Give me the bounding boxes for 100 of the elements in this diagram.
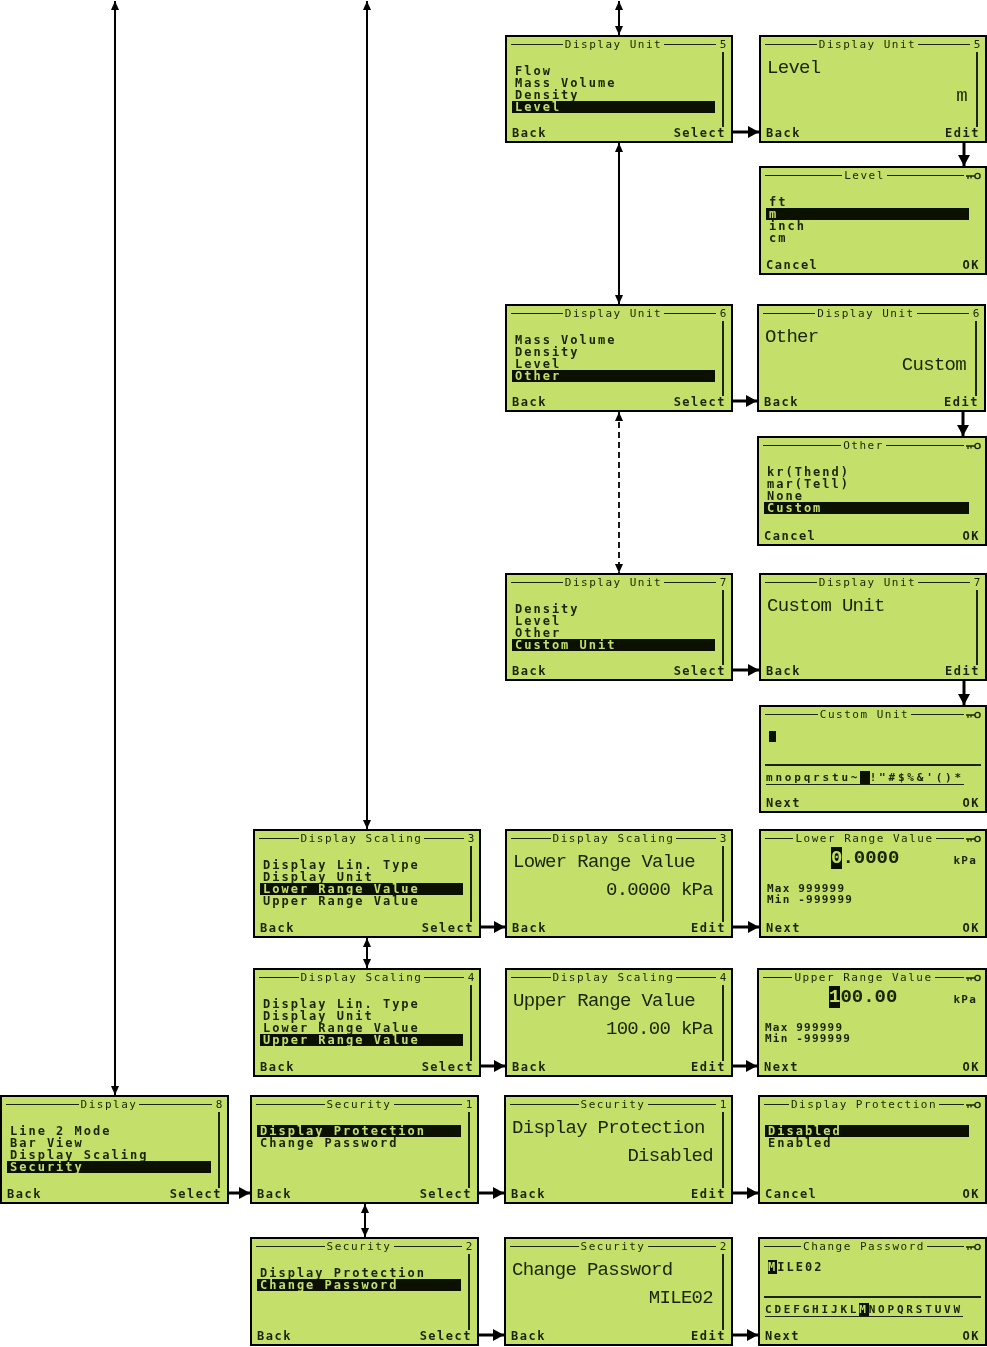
arrow: [479, 1187, 504, 1199]
softkey-label: Back: [7, 1188, 42, 1200]
double-headed-arrow: [615, 142, 623, 305]
softkey-label: Back: [512, 922, 547, 934]
selected-menu-item: Lower Range Value: [260, 883, 463, 895]
lcd-screen: [504, 1237, 733, 1346]
screen-title: Display Unit: [563, 38, 664, 51]
page-number: 1: [465, 1098, 473, 1111]
page-number: 8: [215, 1098, 223, 1111]
menu-item: Density: [514, 603, 580, 615]
arrow: [481, 921, 505, 933]
menu-item: Display Unit: [262, 1010, 374, 1022]
parameter-name: Lower Range Value: [513, 851, 695, 873]
softkey-label: Back: [260, 1061, 295, 1073]
selected-menu-item: m: [766, 208, 969, 220]
menu-item: mar(Tell): [766, 478, 851, 490]
lcd-screen: [759, 166, 987, 275]
menu-item: Display Protection: [259, 1267, 427, 1279]
selected-menu-item: Custom Unit: [512, 639, 715, 651]
screen-title: Display Scaling: [299, 971, 424, 984]
parameter-value: m: [956, 85, 967, 107]
lcd-screen: [505, 968, 733, 1077]
softkey-label: Back: [511, 1330, 546, 1342]
softkey-label: OK: [962, 1330, 980, 1342]
softkey-label: Select: [421, 922, 474, 934]
lcd-screen: [505, 573, 733, 681]
softkey-label: Edit: [945, 127, 980, 139]
menu-item: kr(Thend): [766, 466, 851, 478]
lcd-screen: [759, 35, 987, 143]
edit-value: 100.00: [829, 986, 898, 1008]
menu-item: Mass Volume: [514, 334, 617, 346]
arrow: [733, 921, 759, 933]
softkey-label: Edit: [945, 665, 980, 677]
selected-menu-item: Level: [512, 101, 715, 113]
selected-menu-item: Change Password: [257, 1279, 461, 1291]
softkey-label: Edit: [691, 1061, 726, 1073]
lcd-screen: [757, 304, 986, 412]
double-headed-arrow: [361, 1203, 369, 1238]
menu-item: Density: [514, 89, 580, 101]
lcd-screen: [253, 968, 481, 1077]
softkey-label: Next: [766, 922, 801, 934]
parameter-value: Disabled: [627, 1145, 713, 1167]
screen-title: Display Scaling: [551, 971, 676, 984]
screen-title: Display Unit: [816, 307, 916, 320]
softkey-label: OK: [962, 1061, 980, 1073]
page-number: 2: [719, 1240, 727, 1253]
parameter-name: Custom Unit: [767, 595, 885, 617]
lcd-screen: [505, 304, 733, 412]
page-number: 5: [973, 38, 981, 51]
softkey-label: Cancel: [765, 1188, 818, 1200]
softkey-label: Next: [765, 1330, 800, 1342]
softkey-label: OK: [962, 797, 980, 809]
arrow: [481, 1060, 505, 1072]
lcd-screen: [505, 829, 733, 938]
menu-item: ft: [768, 196, 788, 208]
screen-title: Display Unit: [563, 576, 664, 589]
lcd-screen: [250, 1095, 479, 1204]
softkey-label: OK: [962, 1188, 980, 1200]
menu-item: inch: [768, 220, 806, 232]
selected-menu-item: Disabled: [765, 1125, 969, 1137]
softkey-label: Cancel: [764, 530, 817, 542]
softkey-label: Back: [260, 922, 295, 934]
parameter-name: Upper Range Value: [513, 990, 695, 1012]
arrow: [733, 126, 759, 138]
menu-item: Other: [514, 627, 562, 639]
lcd-screen: [505, 35, 733, 143]
page-number: 2: [465, 1240, 473, 1253]
screen-title: Display Protection: [789, 1098, 939, 1111]
softkey-label: Back: [257, 1330, 292, 1342]
page-number: 3: [719, 832, 727, 845]
softkey-label: OK: [962, 922, 980, 934]
double-headed-arrow: [363, 937, 371, 969]
parameter-name: Display Protection: [512, 1117, 705, 1139]
lcd-screen: [759, 705, 987, 813]
softkey-label: Back: [512, 127, 547, 139]
menu-item: None: [766, 490, 804, 502]
screen-title: Display Unit: [563, 307, 664, 320]
unit-label: kPa: [953, 994, 977, 1005]
menu-item: Change Password: [259, 1137, 399, 1149]
arrow: [733, 1060, 757, 1072]
softkey-label: Back: [257, 1188, 292, 1200]
menu-item: Display Lin. Type: [262, 859, 420, 871]
character-picker: CDEFGHIJKLMNOPQRSTUVW: [765, 1303, 963, 1317]
page-number: 5: [719, 38, 727, 51]
page-number: 4: [467, 971, 475, 984]
lcd-screen: [758, 1095, 987, 1204]
softkey-label: Select: [673, 665, 726, 677]
limit-text: Max 999999: [765, 1022, 844, 1033]
screen-title: Level: [843, 169, 886, 182]
menu-item: Display Scaling: [9, 1149, 149, 1161]
screen-title: Change Password: [802, 1240, 926, 1253]
menu-item: Mass Volume: [514, 77, 617, 89]
screen-title: Security: [325, 1240, 393, 1253]
menu-item: Display Unit: [262, 871, 374, 883]
softkey-label: Edit: [691, 1330, 726, 1342]
page-number: 6: [972, 307, 980, 320]
menu-item: cm: [768, 232, 788, 244]
softkey-label: Select: [673, 396, 726, 408]
arrow: [733, 664, 759, 676]
lcd-screen: [757, 968, 987, 1077]
